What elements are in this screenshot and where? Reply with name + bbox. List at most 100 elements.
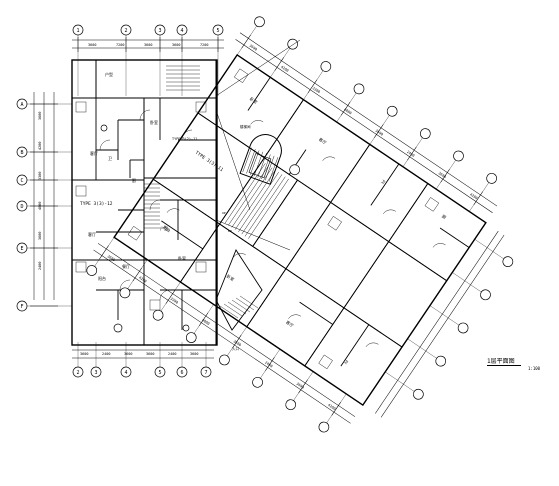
dimension-text: 7200 bbox=[200, 43, 208, 47]
axis-bubble bbox=[254, 16, 265, 28]
left-building-block bbox=[16, 24, 224, 378]
dimension-text: 3600 bbox=[107, 254, 116, 262]
stair-tread bbox=[257, 153, 267, 178]
dimension-text: 4200 bbox=[469, 192, 478, 200]
dimension-text: 4800 bbox=[201, 318, 210, 326]
room-tag: 户型 bbox=[105, 71, 113, 77]
axis-bubble bbox=[486, 172, 498, 184]
axis-bubble bbox=[252, 376, 263, 388]
dimension-text: 3600 bbox=[88, 43, 96, 47]
axis-bubble bbox=[502, 256, 514, 267]
fixture bbox=[327, 216, 342, 231]
entry-step bbox=[223, 303, 243, 317]
drawing-caption: 1层平面图 bbox=[487, 356, 521, 366]
door-swing bbox=[322, 156, 336, 161]
axis-bubble-label: A bbox=[21, 102, 24, 108]
axis-line bbox=[429, 305, 460, 326]
leader-line bbox=[215, 39, 301, 97]
dimension-text: 4200 bbox=[327, 403, 336, 411]
drawing-title: 1层平面图 bbox=[487, 358, 515, 365]
dimension-text: 3600 bbox=[38, 112, 42, 120]
dimension-text: 4200 bbox=[138, 275, 147, 283]
entry-step bbox=[227, 301, 247, 315]
fixture bbox=[149, 299, 161, 311]
room-tag: 卧室 bbox=[178, 255, 186, 261]
partition-wall bbox=[247, 77, 271, 111]
axis-bubble-label: D bbox=[21, 204, 24, 210]
axis-bubble bbox=[289, 164, 300, 176]
unit-room bbox=[71, 259, 145, 346]
axis-bubble bbox=[413, 388, 424, 400]
dimension-tick bbox=[407, 146, 417, 161]
dimension-text: 4200 bbox=[280, 65, 289, 73]
room-tag: 卫 bbox=[343, 359, 349, 365]
top-wing bbox=[95, 59, 217, 99]
dimension-text: 3600 bbox=[80, 352, 88, 356]
dimension-line bbox=[375, 230, 499, 414]
fixture bbox=[75, 261, 87, 273]
leader-line bbox=[215, 219, 291, 251]
unit-room bbox=[179, 223, 287, 328]
door-swing bbox=[250, 120, 264, 125]
rotated-wing: 3600420033004800360024003600420036004200… bbox=[86, 16, 514, 433]
stair-well bbox=[248, 153, 272, 179]
dimension-text: 3600 bbox=[172, 43, 180, 47]
unit-type-label: TYPE 3(2)-11 bbox=[172, 137, 197, 141]
axis-line bbox=[452, 272, 482, 293]
fixture bbox=[100, 124, 108, 132]
dimension-tick bbox=[132, 267, 142, 282]
room-tag: 餐厅 bbox=[122, 263, 130, 269]
room-tag: 卫 bbox=[108, 156, 112, 161]
unit-room bbox=[143, 177, 217, 261]
room-tag: 卧室 bbox=[150, 119, 158, 125]
dimension-tick bbox=[99, 245, 109, 260]
axis-bubble-label: 2 bbox=[77, 370, 80, 376]
entry-step bbox=[219, 305, 239, 319]
entry-label: 入口 bbox=[232, 346, 239, 351]
stair-tread bbox=[242, 147, 252, 173]
drawing-scale: 1:100 bbox=[528, 366, 541, 371]
axis-line bbox=[385, 371, 415, 392]
unit-room bbox=[343, 240, 448, 348]
door-swing bbox=[119, 279, 131, 291]
unit-room bbox=[143, 259, 217, 346]
axis-line bbox=[407, 338, 437, 359]
axis-bubble bbox=[320, 61, 332, 72]
dimension-tick bbox=[265, 357, 275, 371]
axis-bubble bbox=[86, 265, 98, 276]
stair-tread bbox=[265, 155, 275, 181]
fixture bbox=[195, 261, 207, 273]
unit-room bbox=[263, 99, 371, 204]
unit-type-label: TYPE 3(3)-12 bbox=[80, 201, 113, 207]
dimension-tick bbox=[232, 334, 242, 349]
door-swing bbox=[139, 109, 151, 121]
fixture bbox=[233, 68, 249, 83]
axis-bubble-label: 4 bbox=[125, 370, 128, 376]
dimension-tick bbox=[198, 312, 209, 327]
axis-bubble bbox=[480, 289, 491, 301]
door-swing bbox=[149, 199, 161, 211]
door-swing bbox=[159, 289, 171, 301]
annotation: UP bbox=[222, 211, 226, 215]
axis-bubble-label: C bbox=[21, 178, 24, 184]
stair-tread bbox=[234, 169, 276, 230]
axis-bubble bbox=[419, 128, 431, 139]
axis-bubble-label: 5 bbox=[217, 28, 220, 34]
dimension-text: 3600 bbox=[375, 129, 384, 137]
dimension-tick bbox=[440, 169, 450, 183]
dimension-text: 2400 bbox=[168, 352, 176, 356]
dimension-text: 3600 bbox=[144, 43, 152, 47]
door-swing bbox=[432, 243, 446, 248]
stair-core-group bbox=[239, 134, 300, 185]
leader-line bbox=[215, 109, 251, 211]
axis-bubble-label: 3 bbox=[95, 370, 98, 376]
dimension-text: 7200 bbox=[116, 43, 124, 47]
stair-tread bbox=[246, 148, 256, 174]
room-tag: 阳台 bbox=[162, 224, 172, 233]
dimension-tick bbox=[241, 34, 251, 49]
unit-type-label: TYPE 3(3)-11 bbox=[194, 150, 225, 173]
dimension-tick bbox=[331, 402, 341, 416]
axis-bubble-label: 6 bbox=[181, 370, 184, 376]
axis-bubble-label: F bbox=[21, 304, 24, 310]
